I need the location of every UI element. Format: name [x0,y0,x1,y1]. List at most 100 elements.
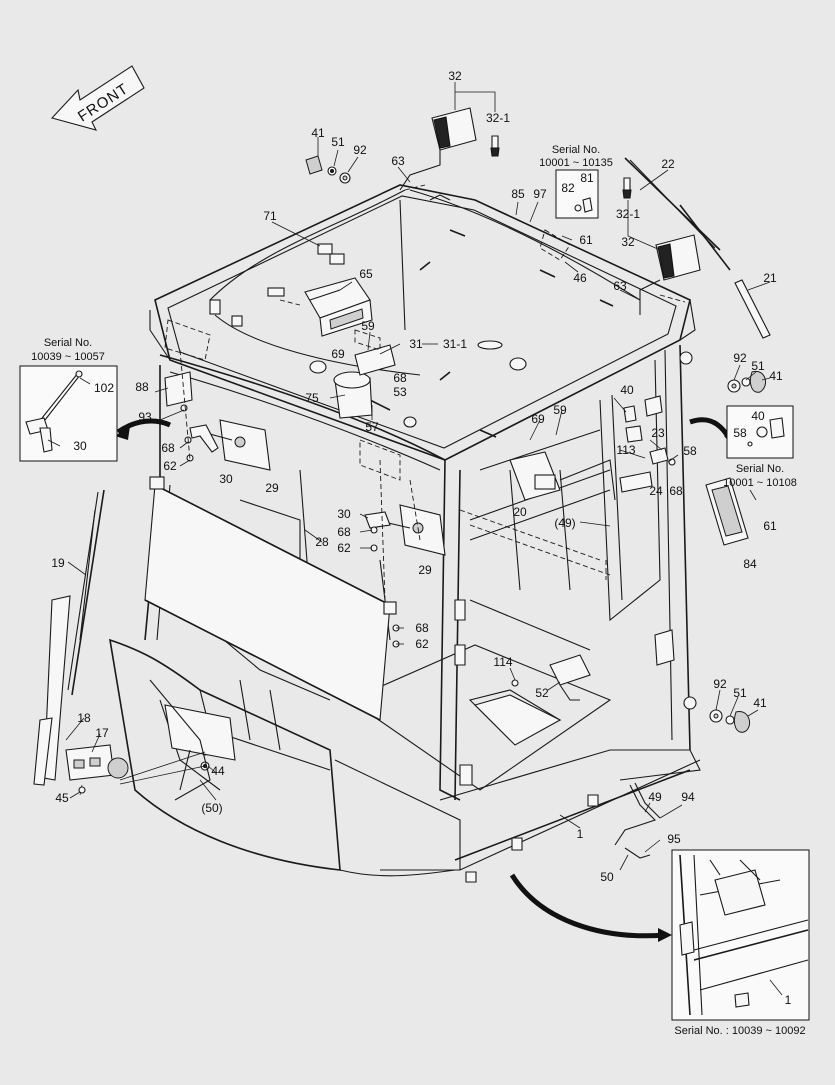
part-label: 62 [163,459,177,473]
part-label: 1 [785,993,792,1007]
part-label: 23 [651,426,665,440]
harness-icon [149,679,661,859]
part-label: 45 [55,791,69,805]
part-label: 92 [353,143,367,157]
part-label: 84 [743,557,757,571]
part-label: 31 [409,337,423,351]
wiper-motor-icon [65,744,129,796]
part-label: 17 [95,726,109,740]
part-label: 32 [448,69,462,83]
part-label: 58 [683,444,697,458]
part-label: 30 [337,507,351,521]
part-label: 52 [535,686,549,700]
knob-icon [305,155,351,184]
part-label: 97 [533,187,547,201]
part-label: 40 [751,409,765,423]
part-label: 68 [161,441,175,455]
part-label: 51 [331,135,345,149]
knob-icon [727,370,767,393]
part-label: 20 [513,505,527,519]
bulb-icon [490,135,500,157]
wiper-arm-left-icon [33,595,71,786]
leader-lines [47,82,783,996]
bulb-icon [622,177,632,199]
relay-box-icon [509,451,616,501]
part-label: 30 [73,439,87,453]
part-label: 69 [531,412,545,426]
wiper-blade-right-icon [624,157,731,271]
cab-frame [108,184,701,877]
part-label: 18 [77,711,91,725]
part-label: 68 [669,484,683,498]
part-label: 51 [751,359,765,373]
wiper-blade-left-icon [67,489,105,696]
part-label: 59 [553,403,567,417]
reference-dashed-lines [164,184,686,601]
radio-icon [304,277,373,337]
inset-top-serial-title: Serial No. [552,144,600,156]
inset-right-serial-range: 10001 ~ 10108 [723,477,797,489]
part-label: 88 [135,380,149,394]
inset-right-serial-title: Serial No. [736,463,784,475]
part-label: 63 [613,279,627,293]
inset-top-serial-range: 10001 ~ 10135 [539,157,613,169]
part-label: 44 [211,764,225,778]
part-label: 92 [733,351,747,365]
part-label: 29 [418,563,432,577]
part-label: 71 [263,209,277,223]
part-label: 92 [713,677,727,691]
part-label: 40 [620,383,634,397]
part-label: 57 [365,420,379,434]
part-label: 22 [661,157,675,171]
part-label: 95 [667,832,681,846]
floor-box-icon [511,654,591,701]
work-lamp-top-icon [399,107,477,191]
part-label: 41 [769,369,783,383]
part-label: 41 [311,126,325,140]
bracket-icon [619,395,675,666]
inset-right [726,405,794,459]
fuse-icon [623,405,676,466]
callout-arrow-icon [509,873,672,942]
part-label: (50) [201,801,222,815]
part-label: 113 [616,443,635,457]
part-label: 58 [733,426,747,440]
sun-visor [144,476,397,721]
part-label: 69 [331,347,345,361]
inset-bottom [671,849,810,1021]
part-label: 41 [753,696,767,710]
part-label: 61 [763,519,777,533]
part-label: 30 [219,472,233,486]
part-label: 51 [733,686,747,700]
bulb-icon [477,340,503,350]
part-label: 82 [561,181,575,195]
part-label: 59 [361,319,375,333]
part-label: 68 [393,371,407,385]
part-label: 65 [359,267,373,281]
inset-left-serial-range: 10039 ~ 10057 [31,351,105,363]
part-label: 32 [621,235,635,249]
work-lamp-right-icon [639,234,701,315]
knob-icon [709,709,751,733]
part-label: 19 [51,556,65,570]
part-label: (49) [554,516,575,530]
grommet-icon [679,351,693,365]
part-label: 32-1 [486,111,510,125]
part-label: 85 [511,187,525,201]
part-label: 29 [265,481,279,495]
part-label: 24 [649,484,663,498]
part-label: 62 [337,541,351,555]
part-label: 93 [138,410,152,424]
part-label: 61 [579,233,593,247]
part-label: 68 [415,621,429,635]
grommet-icon [683,696,697,710]
part-label: 81 [580,171,594,185]
part-label: 46 [573,271,587,285]
part-label: 1 [577,827,584,841]
mount-bracket [454,599,599,883]
part-label: 114 [493,655,512,669]
part-label: 63 [391,154,405,168]
part-label: 50 [600,870,614,884]
cup-holder-icon [333,344,396,419]
connector-icon [209,243,345,327]
